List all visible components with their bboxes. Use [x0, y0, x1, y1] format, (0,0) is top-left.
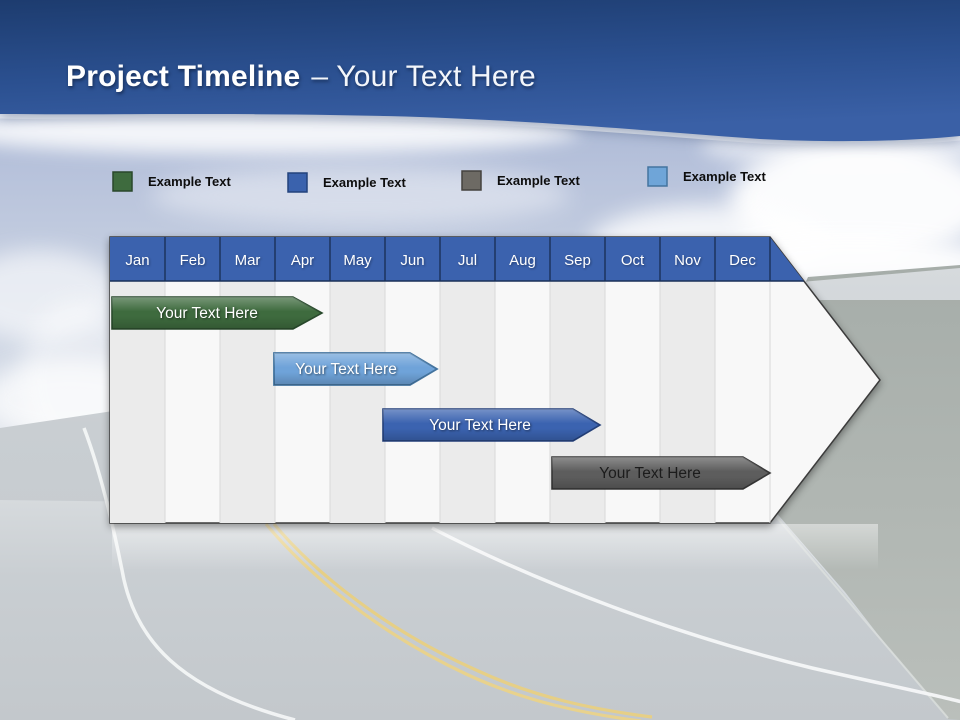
legend-swatch-lightblue: [647, 166, 668, 187]
month-label-oct[interactable]: Oct: [621, 252, 645, 269]
header-wave-shape: [0, 0, 960, 142]
month-label-jul[interactable]: Jul: [458, 252, 477, 269]
bar-label[interactable]: Your Text Here: [295, 361, 397, 378]
table-reflection: [112, 524, 878, 570]
legend-label[interactable]: Example Text: [497, 173, 580, 188]
month-label-mar[interactable]: Mar: [235, 252, 261, 269]
timeline-columns: [110, 237, 804, 523]
legend-label[interactable]: Example Text: [683, 169, 766, 184]
header-wave-edge: [0, 113, 960, 146]
timeline-bar-2[interactable]: Your Text Here: [273, 352, 439, 386]
slide-title[interactable]: Project Timeline – Your Text Here: [66, 60, 536, 94]
month-label-jan[interactable]: Jan: [125, 252, 149, 269]
month-header-borders: [110, 237, 804, 282]
slide-title-placeholder[interactable]: – Your Text Here: [311, 60, 536, 93]
legend-label[interactable]: Example Text: [148, 174, 231, 189]
month-label-feb[interactable]: Feb: [180, 252, 206, 269]
legend-swatch-gray: [461, 170, 482, 191]
legend-item: Example Text: [647, 166, 766, 187]
timeline-bar-4[interactable]: Your Text Here: [551, 456, 772, 490]
month-label-dec[interactable]: Dec: [729, 252, 756, 269]
legend-swatch-green: [112, 171, 133, 192]
month-label-sep[interactable]: Sep: [564, 252, 591, 269]
legend-label[interactable]: Example Text: [323, 175, 406, 190]
month-label-apr[interactable]: Apr: [291, 252, 314, 269]
header-band: [0, 0, 960, 146]
lane-line-left: [82, 427, 296, 720]
bar-label[interactable]: Your Text Here: [429, 417, 531, 434]
legend-item: Example Text: [461, 170, 580, 191]
month-label-nov[interactable]: Nov: [674, 252, 701, 269]
legend-swatch-blue: [287, 172, 308, 193]
timeline-bar-1[interactable]: Your Text Here: [111, 296, 324, 330]
timeline-bar-3[interactable]: Your Text Here: [382, 408, 602, 442]
bar-label[interactable]: Your Text Here: [599, 465, 701, 482]
month-label-aug[interactable]: Aug: [509, 252, 536, 269]
month-label-may[interactable]: May: [343, 252, 372, 269]
month-label-jun[interactable]: Jun: [400, 252, 424, 269]
cloud: [150, 165, 570, 225]
legend-item: Example Text: [287, 172, 406, 193]
legend-item: Example Text: [112, 171, 231, 192]
bar-label[interactable]: Your Text Here: [156, 305, 258, 322]
slide-title-main[interactable]: Project Timeline: [66, 60, 301, 93]
month-header-row: [110, 237, 804, 281]
